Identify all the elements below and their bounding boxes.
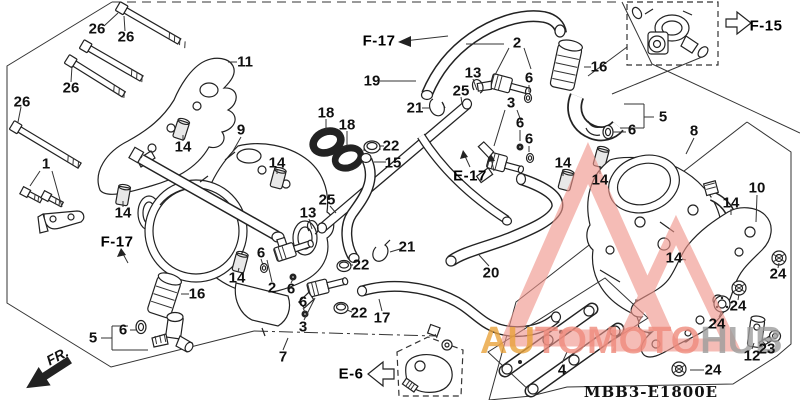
part-callout-24: 24: [769, 265, 787, 283]
ref-label-f-17: F-17: [100, 233, 134, 251]
watermark-seg-3: HUB: [700, 320, 783, 362]
ref-label-e-17: E-17: [453, 167, 487, 185]
part-callout-2: 2: [512, 34, 522, 52]
part-callout-1: 1: [41, 155, 51, 173]
boot-16-right: [549, 39, 624, 142]
part-callout-22: 22: [382, 137, 400, 155]
part-callout-6: 6: [627, 121, 637, 139]
part-callout-20: 20: [482, 264, 500, 282]
e17-arrows-icon: [460, 150, 495, 172]
part-callout-3: 3: [298, 318, 308, 336]
part-callout-14: 14: [665, 249, 683, 267]
watermark-brand: AUTOMOTOHUB: [480, 322, 783, 360]
part-callout-26: 26: [13, 93, 31, 111]
part-callout-9: 9: [236, 121, 246, 139]
fuel-rail-9: [128, 146, 285, 243]
part-callout-21: 21: [398, 238, 416, 256]
part-callout-26: 26: [117, 28, 135, 46]
part-callout-14: 14: [268, 154, 286, 172]
choke-bracket-1: [19, 185, 85, 234]
part-callout-14: 14: [174, 138, 192, 156]
part-callout-13: 13: [299, 204, 317, 222]
joint-fittings-left: [259, 219, 349, 318]
diagram-code: MBB3-E1800E: [583, 383, 719, 400]
part-callout-22: 22: [352, 256, 370, 274]
part-callout-24: 24: [708, 315, 726, 333]
watermark-logo: [497, 142, 742, 352]
f15-inset-box: [587, 1, 719, 95]
part-callout-14: 14: [591, 171, 609, 189]
tube-25: [316, 98, 473, 234]
part-callout-18: 18: [338, 116, 356, 134]
part-callout-6: 6: [256, 244, 266, 262]
grommets-18: [309, 127, 365, 172]
hose-branch: [417, 133, 513, 226]
part-callout-25: 25: [318, 191, 336, 209]
part-callout-7: 7: [278, 348, 288, 366]
watermark-seg-1: AU: [480, 320, 535, 362]
f17-left-arrow-icon: [117, 248, 129, 264]
part-callout-26: 26: [62, 79, 80, 97]
ref-arrows: [26, 10, 752, 389]
part-callout-8: 8: [689, 122, 699, 140]
f15-open-arrow-icon: [725, 10, 752, 36]
tjoint-5: [135, 311, 194, 353]
part-callout-5: 5: [88, 329, 98, 347]
fr-direction-arrow: [26, 356, 72, 389]
part-callout-11: 11: [237, 53, 253, 71]
front-carburetor: [128, 143, 335, 337]
part-callout-2: 2: [267, 279, 277, 297]
part-callout-14: 14: [114, 204, 132, 222]
hose-19: [420, 10, 567, 101]
part-callout-4: 4: [557, 361, 567, 379]
part-callout-6: 6: [524, 130, 534, 148]
part-callout-3: 3: [506, 94, 516, 112]
hose-20: [445, 172, 564, 267]
part-callout-15: 15: [384, 154, 402, 172]
watermark-seg-2: TOMOTO: [534, 320, 701, 362]
part-callout-14: 14: [722, 194, 740, 212]
clamp-nuts-22: [333, 140, 381, 315]
e6-open-arrow-icon: [367, 360, 395, 388]
part-callout-12: 12: [743, 347, 761, 365]
part-callout-18: 18: [317, 104, 335, 122]
part-callout-6: 6: [118, 321, 128, 339]
part-callout-13: 13: [464, 64, 482, 82]
f17-top-arrow-icon: [398, 35, 449, 47]
part-callout-14: 14: [228, 269, 246, 287]
hose-clips-21: [372, 98, 446, 262]
collar-12: [746, 315, 766, 349]
part-callout-24: 24: [729, 297, 747, 315]
ref-label-e-6: E-6: [338, 365, 364, 383]
part-callout-22: 22: [350, 304, 368, 322]
bolt-23: [758, 329, 782, 348]
part-callout-10: 10: [748, 179, 766, 197]
part-callout-6: 6: [298, 293, 308, 311]
part-callout-17: 17: [373, 309, 391, 327]
e6-inset-box: [396, 323, 464, 397]
part-callout-26: 26: [88, 20, 106, 38]
part-callout-6: 6: [286, 280, 296, 298]
ref-label-f-17: F-17: [362, 32, 396, 50]
ref-label-f-15: F-15: [749, 17, 783, 35]
bolt-26-set: [9, 1, 186, 169]
hose-15: [341, 152, 376, 264]
part-callout-19: 19: [363, 72, 381, 90]
part-callout-25: 25: [452, 82, 470, 100]
part-callout-16: 16: [590, 58, 608, 76]
part-callout-6: 6: [524, 69, 534, 87]
part-callout-5: 5: [658, 108, 668, 126]
part-callout-23: 23: [758, 340, 776, 358]
part-callout-24: 24: [704, 361, 722, 379]
part-callout-16: 16: [188, 285, 206, 303]
boot-16-left: [147, 272, 182, 319]
part-callout-6: 6: [515, 114, 525, 132]
part-callout-21: 21: [406, 99, 424, 117]
part-callout-14: 14: [554, 154, 572, 172]
